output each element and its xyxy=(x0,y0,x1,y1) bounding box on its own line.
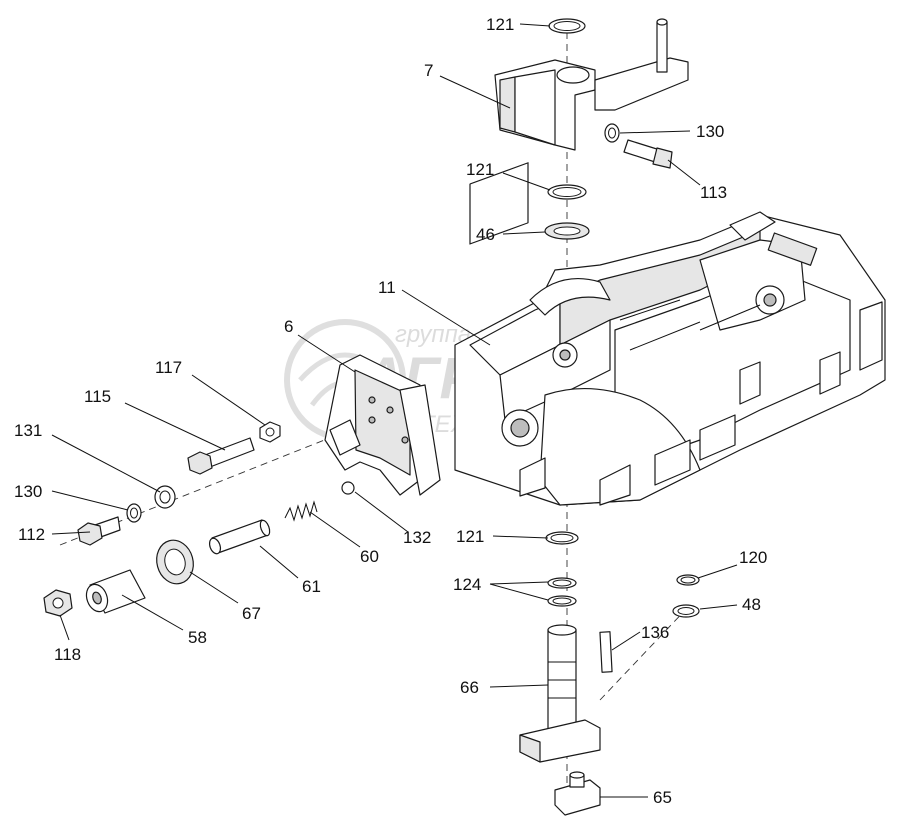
callout-7: 7 xyxy=(424,61,433,80)
washer-46 xyxy=(544,222,590,240)
callout-120: 120 xyxy=(739,548,767,567)
callout-132: 132 xyxy=(403,528,431,547)
spring-part-60 xyxy=(284,500,318,522)
callout-136: 136 xyxy=(641,623,669,642)
callout-115: 115 xyxy=(84,387,111,406)
callout-67: 67 xyxy=(242,604,261,623)
retaining-ring-121-mid xyxy=(547,184,587,200)
retaining-ring-121-top xyxy=(548,18,586,34)
callout-131: 131 xyxy=(14,421,42,440)
sleeve-part-58 xyxy=(85,569,146,614)
callout-61: 61 xyxy=(302,577,321,596)
callout-112: 112 xyxy=(18,525,45,544)
leader-lines xyxy=(51,23,738,798)
retaining-ring-121-low xyxy=(545,531,579,545)
callout-118: 118 xyxy=(54,645,81,664)
callout-65: 65 xyxy=(653,788,672,807)
bolt-part-113 xyxy=(623,139,673,169)
callout-121-top: 121 xyxy=(486,15,514,34)
washer-130-left xyxy=(126,503,142,523)
callout-labels: 121 7 130 121 113 46 11 6 117 115 131 13… xyxy=(14,15,767,807)
callout-130-left: 130 xyxy=(14,482,42,501)
callout-130-right: 130 xyxy=(696,122,724,141)
callout-60: 60 xyxy=(360,547,379,566)
callout-124: 124 xyxy=(453,575,481,594)
nut-part-118 xyxy=(43,589,73,617)
plunger-part-61 xyxy=(208,519,271,555)
washer-48 xyxy=(672,604,700,618)
ring-120 xyxy=(676,574,700,586)
callout-66: 66 xyxy=(460,678,479,697)
callout-48: 48 xyxy=(742,595,761,614)
shaft-part-66 xyxy=(519,624,601,763)
bolt-part-115 xyxy=(187,437,255,475)
housing-part-11 xyxy=(454,162,886,506)
nut-part-117 xyxy=(259,421,281,443)
o-rings-124 xyxy=(547,577,577,607)
bushing-part-67 xyxy=(156,539,194,585)
callout-117: 117 xyxy=(155,358,182,377)
ball-part-132 xyxy=(341,481,355,495)
bracket-part-6 xyxy=(324,354,441,496)
callout-6: 6 xyxy=(284,317,293,336)
callout-113: 113 xyxy=(700,183,727,202)
callout-121-low: 121 xyxy=(456,527,484,546)
lever-part-7 xyxy=(494,18,689,151)
key-part-136 xyxy=(599,631,613,673)
slider-part-65 xyxy=(554,771,601,816)
washer-131 xyxy=(154,485,176,509)
callout-58: 58 xyxy=(188,628,207,647)
washer-130-right xyxy=(604,123,620,143)
callout-11: 11 xyxy=(378,278,396,297)
callout-46: 46 xyxy=(476,225,495,244)
bolt-part-112 xyxy=(77,516,121,546)
callout-121-mid: 121 xyxy=(466,160,494,179)
